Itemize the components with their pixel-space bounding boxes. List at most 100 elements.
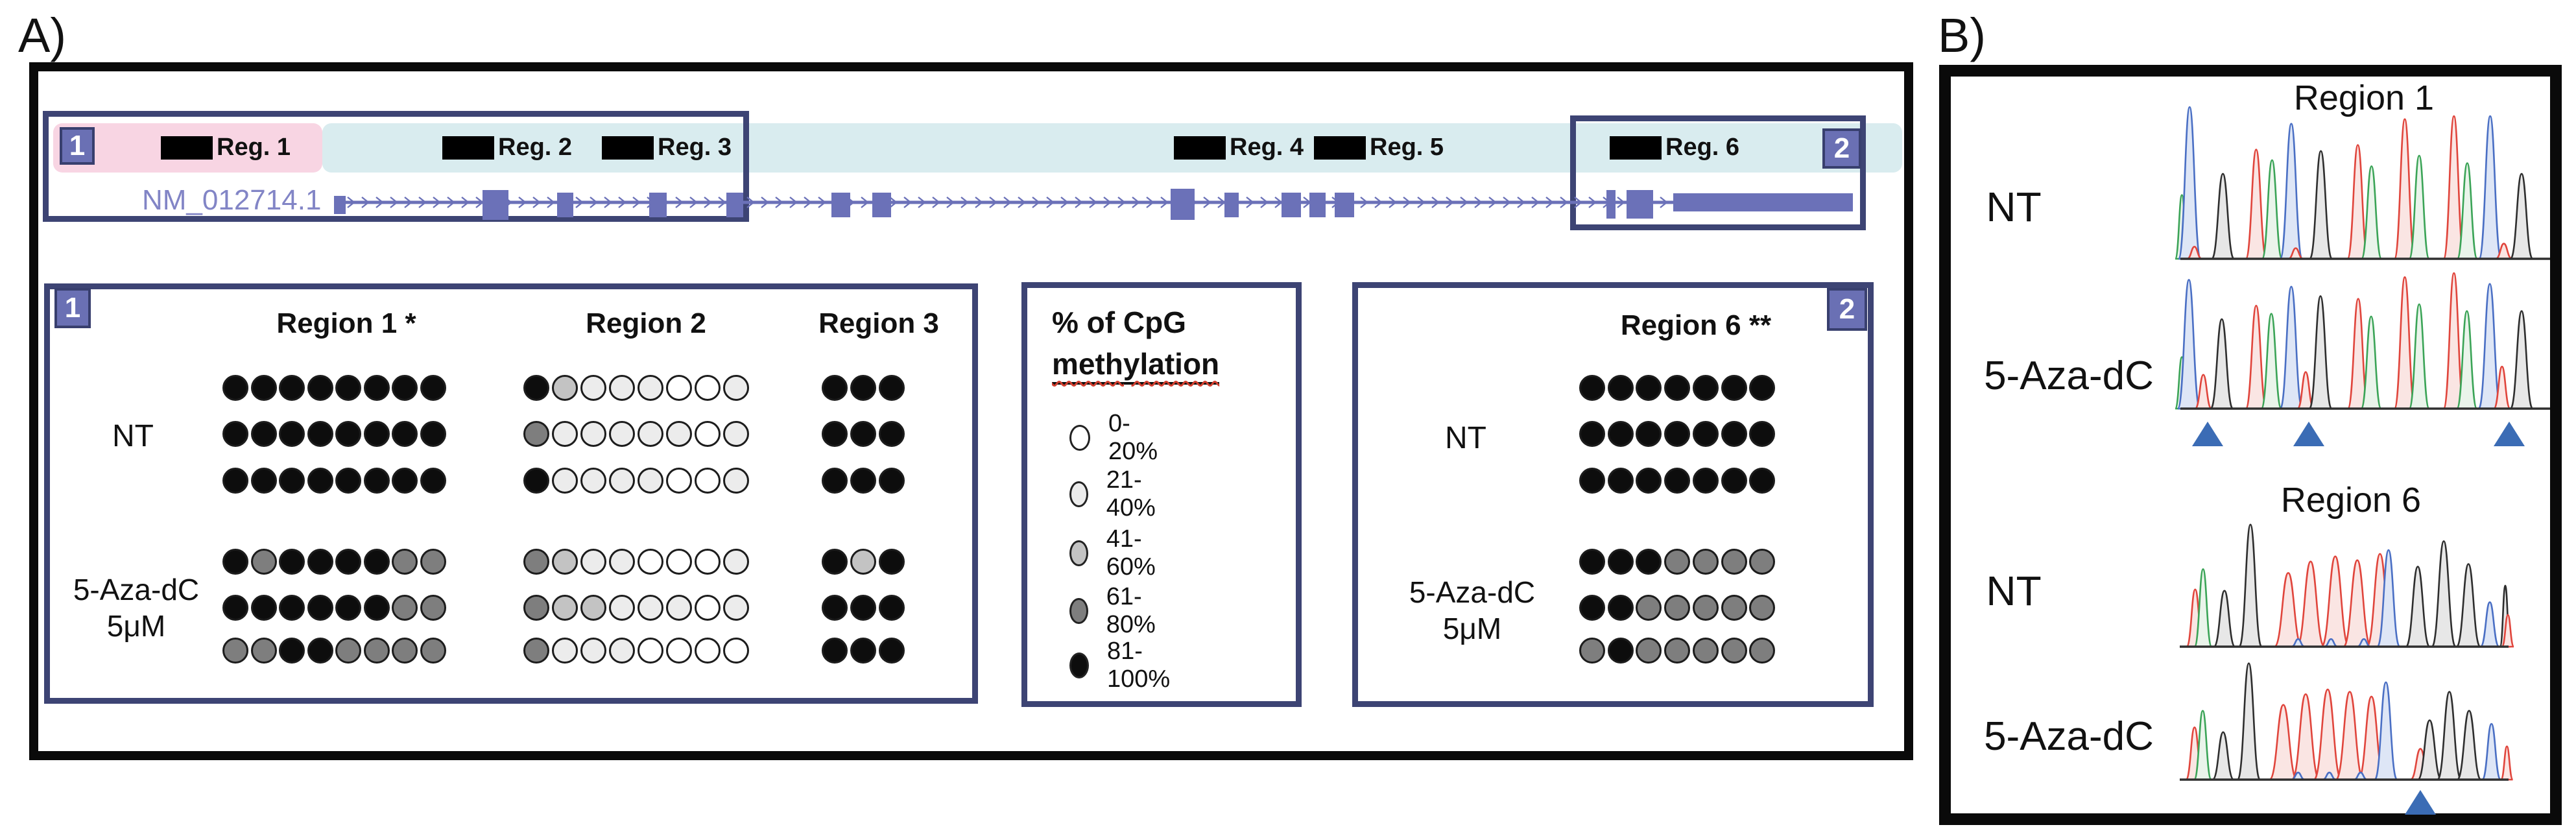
methylation-dot — [1749, 468, 1776, 494]
region-marker-label: Reg. 2 — [498, 134, 573, 161]
methylation-dot — [879, 468, 905, 494]
panel-b-label: B) — [1938, 8, 1986, 62]
methylation-dot — [307, 638, 333, 664]
methylation-dot — [335, 595, 361, 621]
methylation-dot — [363, 421, 390, 447]
methylation-dot — [1749, 421, 1776, 447]
region-marker-label: Reg. 5 — [1370, 134, 1444, 161]
methylation-dot — [420, 421, 446, 447]
gene-region-marker: Reg. 6 — [1610, 134, 1739, 162]
cpg-marker-triangle-icon — [2494, 422, 2525, 446]
methylation-dot — [279, 549, 305, 575]
methylation-dot — [822, 595, 848, 621]
methylation-dot — [666, 468, 692, 494]
methylation-dot — [250, 638, 277, 664]
methylation-dot — [666, 549, 692, 575]
methylation-dot — [335, 421, 361, 447]
methylation-dot — [1607, 549, 1634, 575]
legend-circle-icon — [1069, 540, 1088, 566]
methylation-dot — [1664, 375, 1691, 401]
methylation-dot — [638, 549, 663, 575]
panel-a-label: A) — [18, 8, 66, 62]
methylation-dot — [1636, 549, 1662, 575]
methylation-dot — [850, 638, 876, 664]
methylation-dot — [279, 421, 305, 447]
methylation-dot — [1721, 638, 1747, 664]
methylation-dot — [879, 595, 905, 621]
region-black-box-icon — [442, 136, 494, 160]
methylation-dot — [222, 375, 248, 401]
gene-region-marker: Reg. 4 — [1174, 134, 1304, 162]
methylation-dot — [580, 421, 606, 447]
methylation-dot — [392, 595, 418, 621]
methylation-dot — [879, 375, 905, 401]
methylation-dot — [1721, 421, 1747, 447]
methylation-dot — [666, 421, 692, 447]
methylation-box-2-badge: 2 — [1827, 288, 1867, 331]
header-region-3: Region 3 — [818, 307, 939, 339]
methylation-dot — [523, 468, 549, 494]
methylation-dot — [222, 595, 248, 621]
methylation-dot — [307, 595, 333, 621]
methylation-dot — [609, 468, 635, 494]
methylation-dot — [1579, 468, 1605, 494]
methylation-dot — [222, 638, 248, 664]
methylation-dot — [850, 375, 876, 401]
legend-item-label: 21-40% — [1106, 466, 1156, 521]
methylation-dot — [1749, 549, 1776, 575]
methylation-dot — [1721, 375, 1747, 401]
methylation-dot — [250, 595, 277, 621]
legend-item: 21-40% — [1069, 466, 1163, 522]
region-black-box-icon — [161, 136, 213, 160]
methylation-dot — [552, 375, 578, 401]
methylation-dot — [1664, 421, 1691, 447]
chromatogram-region1-aza — [2174, 272, 2550, 410]
methylation-box-1 — [44, 283, 978, 704]
methylation-dot — [279, 468, 305, 494]
legend-circle-icon — [1069, 652, 1089, 678]
methylation-dot — [1607, 595, 1634, 621]
methylation-dot — [609, 375, 635, 401]
gene-inset-box-2 — [1570, 115, 1866, 230]
methylation-dot — [1579, 595, 1605, 621]
methylation-box-2 — [1352, 282, 1874, 707]
methylation-dot — [279, 375, 305, 401]
methylation-dot — [523, 595, 549, 621]
methylation-dot — [420, 638, 446, 664]
box1-nt-label: NT — [112, 419, 154, 453]
methylation-dot — [363, 638, 390, 664]
header-region-6: Region 6 ** — [1620, 309, 1772, 341]
methylation-dot — [335, 468, 361, 494]
methylation-dot — [822, 468, 848, 494]
methylation-dot — [420, 468, 446, 494]
methylation-dot — [638, 468, 663, 494]
header-region-1: Region 1 * — [276, 307, 416, 339]
methylation-dot — [638, 638, 663, 664]
cpg-marker-triangle-icon — [2405, 790, 2436, 815]
methylation-dot — [879, 421, 905, 447]
methylation-dot — [695, 595, 721, 621]
box1-aza-dose-label: 5μM — [106, 609, 166, 643]
methylation-dot — [1664, 638, 1691, 664]
panel-b-region1-nt-label: NT — [1986, 184, 2042, 230]
methylation-dot — [335, 375, 361, 401]
region-black-box-icon — [1174, 136, 1226, 160]
region-marker-label: Reg. 6 — [1665, 134, 1740, 161]
methylation-dot — [723, 595, 749, 621]
legend-item: 61-80% — [1069, 583, 1163, 639]
cpg-marker-triangle-icon — [2192, 422, 2223, 446]
methylation-dot — [850, 549, 876, 575]
methylation-dot — [1579, 375, 1605, 401]
methylation-dot — [250, 421, 277, 447]
methylation-dot — [695, 375, 721, 401]
methylation-dot — [822, 421, 848, 447]
methylation-dot — [723, 549, 749, 575]
region-marker-label: Reg. 3 — [658, 134, 732, 161]
methylation-dot — [1607, 375, 1634, 401]
methylation-dot — [638, 421, 663, 447]
methylation-dot — [279, 638, 305, 664]
methylation-dot — [850, 595, 876, 621]
methylation-dot — [392, 638, 418, 664]
methylation-dot — [552, 549, 578, 575]
methylation-dot — [609, 549, 635, 575]
